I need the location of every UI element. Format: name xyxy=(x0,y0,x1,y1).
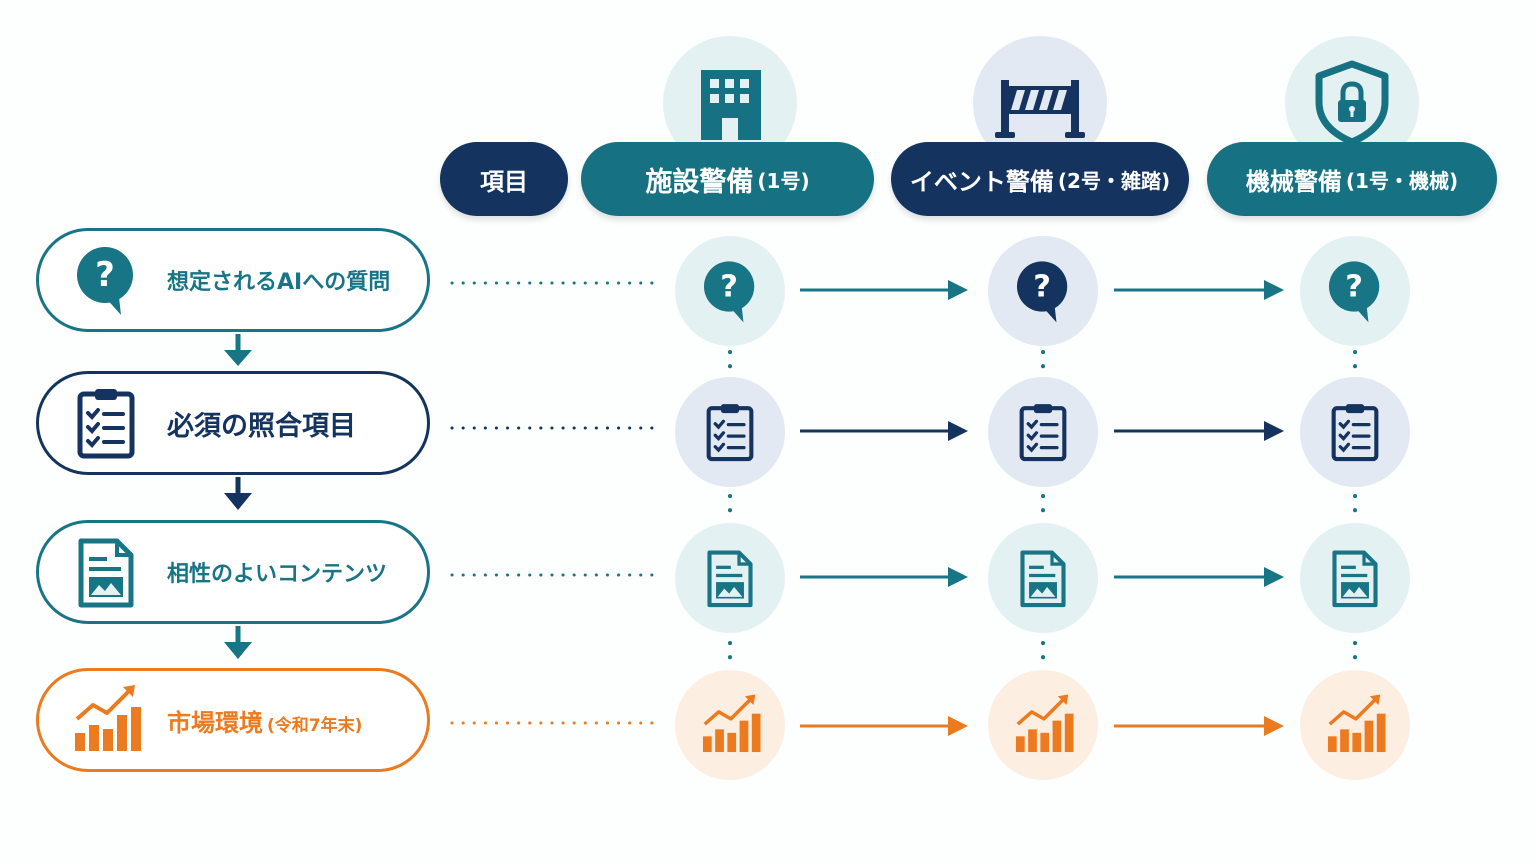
growth-chart-icon xyxy=(75,685,141,751)
column-title: 施設警備 xyxy=(645,166,754,198)
grid-cell-question: ? xyxy=(1300,236,1410,346)
clipboard-checklist-icon xyxy=(706,404,754,462)
right-arrow xyxy=(800,716,968,736)
vertical-dots xyxy=(728,350,1357,663)
question-bubble-icon: ? xyxy=(703,261,755,323)
column-subtitle: (1号・機械) xyxy=(1345,168,1459,193)
header-column-facility: 施設警備(1号) xyxy=(581,142,874,216)
question-bubble-icon: ? xyxy=(1328,261,1380,323)
barrier-icon xyxy=(995,80,1085,138)
svg-text:?: ? xyxy=(1345,269,1363,304)
right-arrow xyxy=(800,567,968,587)
grid-cell-question: ? xyxy=(988,236,1098,346)
growth-chart-icon xyxy=(702,694,761,753)
down-arrow xyxy=(224,477,252,510)
column-title: イベント警備 xyxy=(909,167,1054,196)
down-arrow xyxy=(224,334,252,366)
grid-cell-question: ? xyxy=(675,236,785,346)
header-item-pill: 項目 xyxy=(440,142,568,216)
header-item-label: 項目 xyxy=(480,167,528,196)
row-label-content: 相性のよいコンテンツ xyxy=(36,520,430,624)
grid-cell-market xyxy=(988,670,1098,780)
row-label-check-items: 必須の照合項目 xyxy=(36,371,430,475)
down-arrow xyxy=(224,626,252,659)
row-label-text: 相性のよいコンテンツ xyxy=(167,562,388,587)
question-bubble-icon: ? xyxy=(77,247,133,315)
right-arrow xyxy=(1114,421,1284,441)
document-image-icon xyxy=(78,538,134,608)
grid-cell-market xyxy=(1300,670,1410,780)
document-image-icon xyxy=(707,550,753,608)
clipboard-checklist-icon xyxy=(1019,404,1067,462)
grid-cell-checklist xyxy=(1300,377,1410,487)
svg-text:?: ? xyxy=(720,269,738,304)
clipboard-checklist-icon xyxy=(77,389,135,459)
right-arrow xyxy=(1114,280,1284,300)
growth-chart-icon xyxy=(1327,694,1386,753)
row-label-ai-question: ? 想定されるAIへの質問 xyxy=(36,228,430,332)
svg-text:?: ? xyxy=(1033,269,1051,304)
growth-chart-icon xyxy=(1015,694,1074,753)
svg-text:?: ? xyxy=(95,255,115,295)
building-icon xyxy=(701,70,761,140)
grid-cell-content xyxy=(988,523,1098,633)
right-arrow xyxy=(1114,567,1284,587)
row-label-market: 市場環境(令和7年末) xyxy=(36,668,430,772)
header-column-mechanical: 機械警備(1号・機械) xyxy=(1207,142,1497,216)
row-label-suffix: (令和7年末) xyxy=(267,715,363,736)
column-subtitle: (2号・雑踏) xyxy=(1057,168,1171,193)
grid-cell-checklist xyxy=(988,377,1098,487)
right-arrow xyxy=(800,421,968,441)
document-image-icon xyxy=(1332,550,1378,608)
document-image-icon xyxy=(1020,550,1066,608)
grid-cell-checklist xyxy=(675,377,785,487)
row-label-text: 市場環境(令和7年末) xyxy=(167,703,362,738)
grid-cell-content xyxy=(1300,523,1410,633)
question-bubble-icon: ? xyxy=(1016,261,1068,323)
column-subtitle: (1号) xyxy=(757,168,810,193)
grid-cell-content xyxy=(675,523,785,633)
row-label-text: 必須の照合項目 xyxy=(167,410,356,442)
row-label-text: 想定されるAIへの質問 xyxy=(167,270,391,295)
clipboard-checklist-icon xyxy=(1331,404,1379,462)
header-column-event: イベント警備(2号・雑踏) xyxy=(891,142,1189,216)
grid-cell-market xyxy=(675,670,785,780)
right-arrow xyxy=(1114,716,1284,736)
row-label-main: 市場環境 xyxy=(167,708,263,737)
column-title: 機械警備 xyxy=(1245,167,1342,196)
right-arrow xyxy=(800,280,968,300)
